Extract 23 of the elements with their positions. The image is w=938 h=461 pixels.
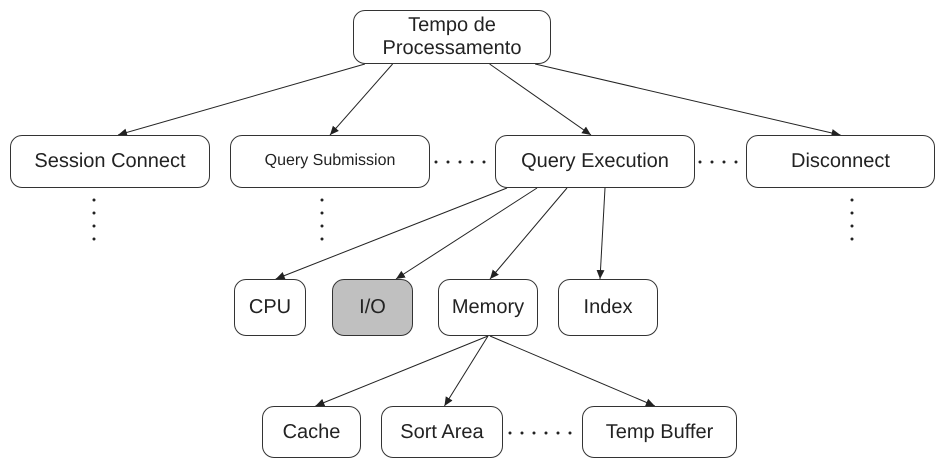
arrow	[490, 336, 656, 406]
process-box: Tempo de Processamento	[353, 10, 551, 64]
process-box: Sort Area	[381, 406, 503, 458]
process-box: Temp Buffer	[582, 406, 737, 458]
arrow	[118, 64, 366, 136]
arrow	[330, 64, 394, 136]
arrow	[489, 64, 592, 136]
arrow	[396, 188, 538, 280]
arrow	[596, 188, 606, 280]
process-box: Index	[558, 279, 658, 336]
process-box: CPU	[234, 279, 306, 336]
process-box: Memory	[438, 279, 538, 336]
arrow	[275, 188, 508, 280]
process-box: I/O	[332, 279, 413, 336]
arrow	[490, 188, 568, 280]
process-box: Disconnect	[746, 135, 935, 188]
process-box: Cache	[262, 406, 361, 458]
arrow	[444, 336, 488, 406]
process-box: Session Connect	[10, 135, 210, 188]
arrow	[314, 336, 488, 406]
process-box: Query Submission	[230, 135, 430, 188]
arrow	[534, 64, 841, 137]
process-box: Query Execution	[495, 135, 695, 188]
